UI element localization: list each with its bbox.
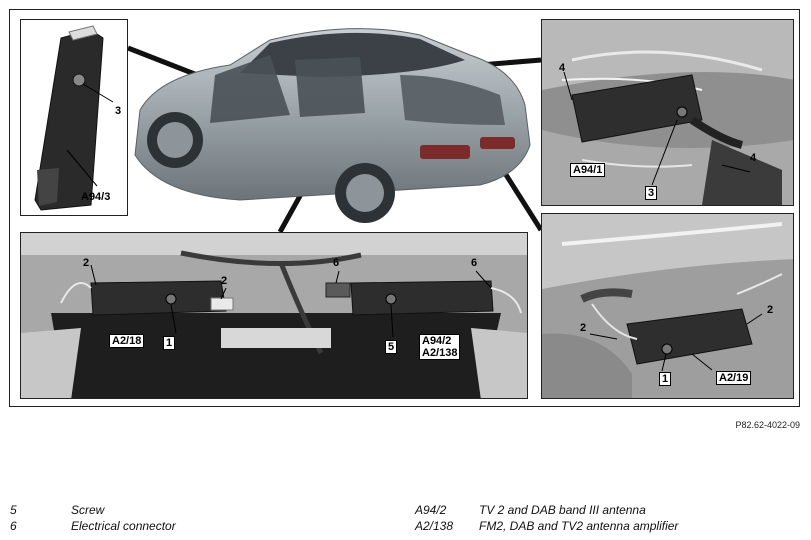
callout-3-screw: 3 bbox=[645, 186, 658, 200]
figure-frame: 3 A94/3 4 4 3 A94/1 bbox=[9, 9, 800, 407]
legend-text-6: Electrical connector bbox=[71, 519, 176, 533]
callout-a94-2-a2-138: A94/2 A2/138 bbox=[419, 334, 461, 360]
a2-19-photo bbox=[542, 214, 793, 398]
screw-icon bbox=[676, 106, 688, 118]
screw-icon bbox=[72, 73, 86, 87]
callout-2-mid: 2 bbox=[221, 275, 228, 287]
callout-6-mid: 6 bbox=[333, 257, 340, 269]
callout-2-left-a2-19: 2 bbox=[580, 322, 587, 334]
screw-icon bbox=[661, 343, 673, 355]
antenna-module-icon bbox=[626, 308, 753, 365]
connector-icon bbox=[210, 297, 234, 311]
callout-2-left: 2 bbox=[83, 257, 90, 269]
legend-desc-a94-2: TV 2 and DAB band III antenna bbox=[479, 503, 646, 517]
callout-a2-19: A2/19 bbox=[716, 371, 752, 385]
callout-1: 1 bbox=[163, 336, 176, 350]
callout-4-right: 4 bbox=[750, 152, 757, 164]
panel-a94-3: 3 A94/3 bbox=[20, 19, 128, 216]
panel-a94-1: 4 4 3 A94/1 bbox=[541, 19, 794, 206]
a94-1-photo bbox=[542, 20, 793, 205]
antenna-module-icon bbox=[571, 74, 703, 143]
screw-icon bbox=[165, 293, 177, 305]
callout-a94-1: A94/1 bbox=[570, 163, 606, 177]
callout-5: 5 bbox=[385, 340, 398, 354]
antenna-module-icon bbox=[34, 25, 114, 211]
car-illustration bbox=[134, 28, 531, 223]
figure-code: P82.62-4022-09 bbox=[735, 420, 800, 430]
callout-6-right: 6 bbox=[471, 257, 478, 269]
callout-a94-2: A94/2 bbox=[422, 335, 452, 347]
panel-rear-window: 2 2 6 6 1 5 A2/18 A94/2 A2/138 bbox=[20, 232, 528, 399]
callout-3: 3 bbox=[115, 105, 122, 117]
legend-code-a2-138: A2/138 bbox=[415, 519, 454, 533]
legend-desc-a2-138: FM2, DAB and TV2 antenna amplifier bbox=[479, 519, 679, 533]
callout-4-top: 4 bbox=[559, 62, 566, 74]
antenna-module-icon bbox=[90, 280, 227, 316]
legend-text-5: Screw bbox=[71, 503, 105, 517]
antenna-module-icon bbox=[350, 280, 494, 316]
legend-code-a94-2: A94/2 bbox=[415, 503, 447, 517]
callout-1-a2-19: 1 bbox=[659, 372, 672, 386]
callout-a94-3: A94/3 bbox=[81, 191, 111, 203]
legend-num-5: 5 bbox=[10, 503, 17, 517]
callout-a2-18: A2/18 bbox=[109, 334, 145, 348]
legend-num-6: 6 bbox=[10, 519, 17, 533]
callout-a2-138: A2/138 bbox=[422, 347, 458, 359]
rear-window-photo bbox=[21, 233, 527, 398]
panel-a2-19: 2 2 1 A2/19 bbox=[541, 213, 794, 399]
connector-icon bbox=[325, 282, 351, 298]
screw-icon bbox=[385, 293, 397, 305]
callout-2-right-a2-19: 2 bbox=[767, 304, 774, 316]
